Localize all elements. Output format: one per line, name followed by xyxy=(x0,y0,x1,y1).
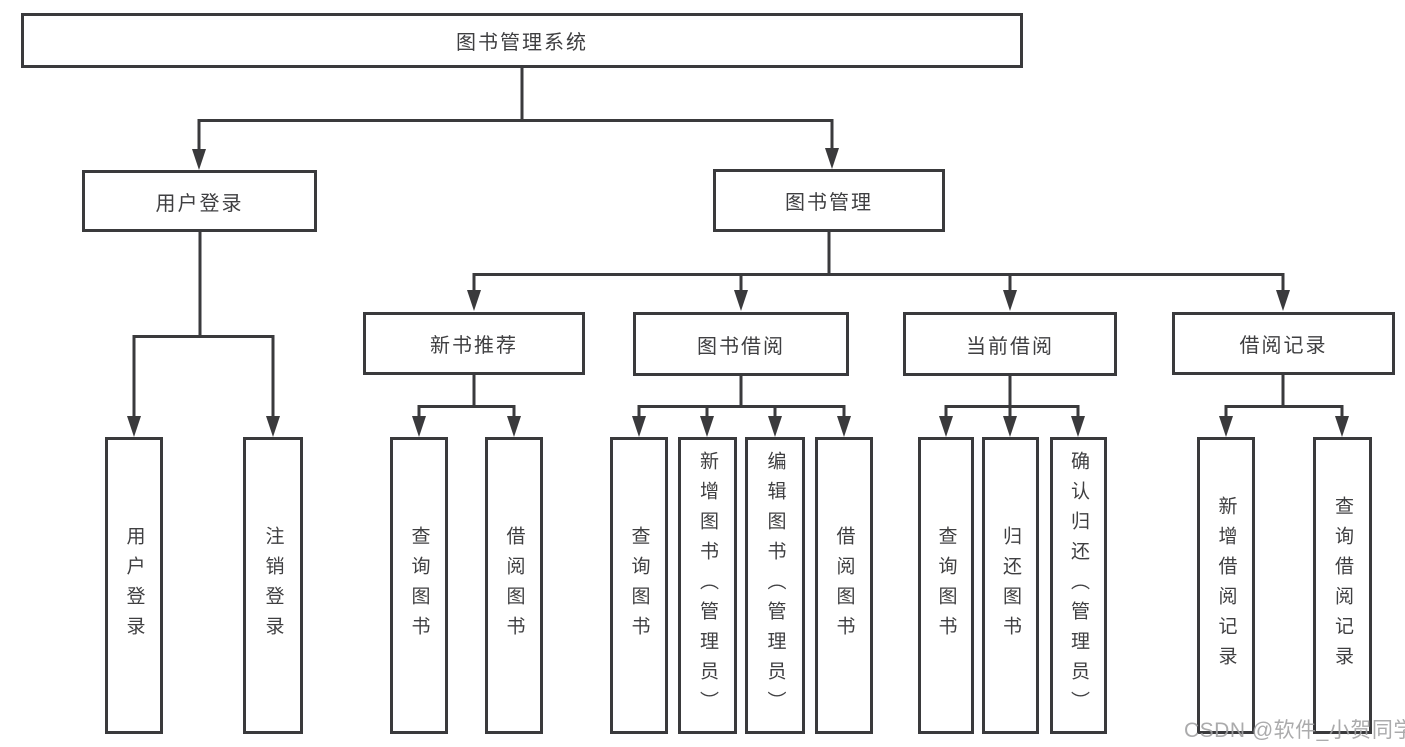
connector-current-borrow-bus xyxy=(944,376,1080,418)
leaf-query-books-current: 查询图书 xyxy=(918,437,974,734)
leaf-query-books-recommend: 查询图书 xyxy=(390,437,448,734)
leaf-borrow-books-recommend: 借阅图书 xyxy=(485,437,543,734)
leaf-borrow-books: 借阅图书 xyxy=(815,437,873,734)
csdn-watermark: CSDN @软件_小贺同学 xyxy=(1184,719,1405,742)
leaf-user-login: 用户登录 xyxy=(105,437,163,734)
connector-root-bus xyxy=(197,68,834,151)
node-borrow-records: 借阅记录 xyxy=(1172,312,1395,375)
node-book-borrow: 图书借阅 xyxy=(633,312,849,376)
leaf-return-books: 归还图书 xyxy=(982,437,1039,734)
connector-book-management-bus xyxy=(472,232,1285,292)
node-root: 图书管理系统 xyxy=(21,13,1023,68)
node-book-management: 图书管理 xyxy=(713,169,945,232)
connector-borrow-records-bus xyxy=(1224,375,1344,418)
leaf-confirm-return-admin: 确认归还（管理员） xyxy=(1050,437,1107,734)
leaf-query-books-borrow: 查询图书 xyxy=(610,437,668,734)
connector-new-book-bus xyxy=(417,375,516,418)
leaf-add-borrow-record: 新增借阅记录 xyxy=(1197,437,1255,734)
leaf-logout: 注销登录 xyxy=(243,437,303,734)
arrowheads xyxy=(127,148,1349,437)
node-user-login: 用户登录 xyxy=(82,170,317,232)
leaf-query-borrow-record: 查询借阅记录 xyxy=(1313,437,1372,734)
node-current-borrow: 当前借阅 xyxy=(903,312,1117,376)
connector-book-borrow-bus xyxy=(637,376,846,418)
node-new-book-recommend: 新书推荐 xyxy=(363,312,585,375)
connector-user-login-bus xyxy=(132,232,275,418)
leaf-add-book-admin: 新增图书（管理员） xyxy=(678,437,737,734)
leaf-edit-book-admin: 编辑图书（管理员） xyxy=(745,437,805,734)
